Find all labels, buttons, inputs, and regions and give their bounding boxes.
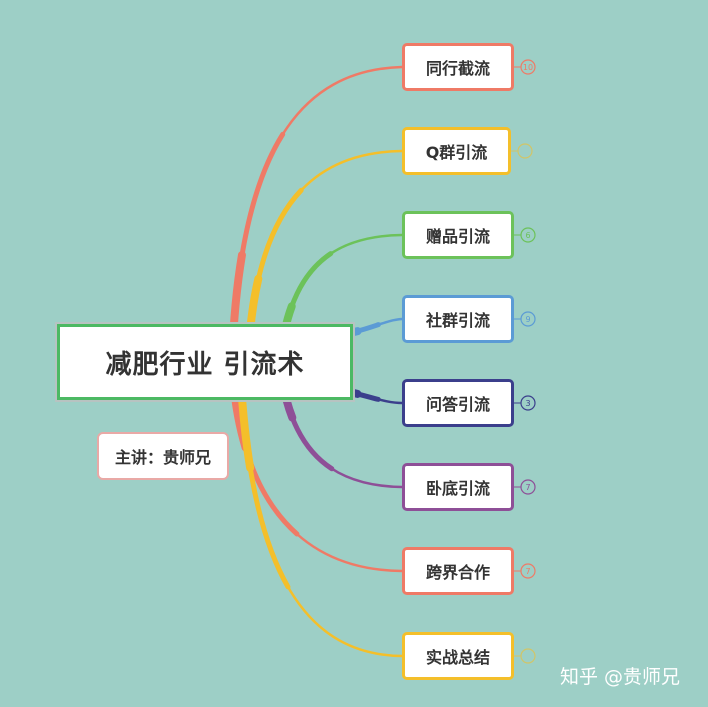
badge-count: 7 — [525, 567, 530, 576]
branch-connector-7 — [228, 361, 406, 575]
branch-curve-taper — [228, 63, 406, 364]
badge-circle — [520, 648, 536, 664]
badge-circle — [520, 227, 536, 243]
branch-node-label: 问答引流 — [425, 395, 490, 414]
badge-circle — [517, 143, 533, 159]
branch-connector-1 — [228, 63, 406, 364]
branch-node-label: 跨界合作 — [425, 563, 490, 582]
branch-node-8[interactable]: 实战总结 — [402, 632, 514, 680]
branch-curve-taper — [228, 361, 406, 575]
branch-node-label: Q群引流 — [425, 143, 488, 162]
branch-node-label: 实战总结 — [425, 648, 490, 667]
badge-circle — [520, 59, 536, 75]
presenter-note-node[interactable]: 主讲：贵师兄 — [97, 432, 229, 480]
branch-node-2[interactable]: Q群引流 — [402, 127, 511, 175]
branch-curve — [230, 65, 404, 362]
count-badge-3: 6 — [514, 227, 536, 243]
badge-count: 7 — [525, 483, 530, 492]
badge-circle — [520, 395, 536, 411]
watermark: 知乎 @贵师兄 — [560, 666, 681, 688]
count-badge-4: 9 — [514, 311, 536, 327]
badge-count: 6 — [525, 231, 530, 240]
branch-curve-taper — [236, 361, 406, 660]
central-topic-node[interactable]: 减肥行业 引流术 — [57, 324, 353, 400]
branch-curve-taper — [244, 147, 406, 364]
badge-count: 9 — [525, 315, 530, 324]
presenter-note-text: 主讲：贵师兄 — [114, 448, 211, 467]
branch-connector-8 — [236, 361, 406, 660]
count-badge-7: 7 — [514, 563, 536, 579]
branch-curve — [238, 363, 404, 658]
branch-node-5[interactable]: 问答引流 — [402, 379, 514, 427]
branch-node-3[interactable]: 赠品引流 — [402, 211, 514, 259]
badge-count: 10 — [523, 63, 533, 72]
branch-node-label: 社群引流 — [425, 311, 490, 330]
branch-node-label: 同行截流 — [425, 59, 490, 78]
count-badge-6: 7 — [514, 479, 536, 495]
branch-curve-taper — [229, 64, 405, 363]
count-badge-8 — [514, 648, 536, 664]
badge-circle — [520, 311, 536, 327]
branch-node-1[interactable]: 同行截流 — [402, 43, 514, 91]
branch-node-label: 卧底引流 — [425, 479, 490, 498]
branch-node-6[interactable]: 卧底引流 — [402, 463, 514, 511]
badge-count: 3 — [525, 399, 530, 408]
badge-circle — [520, 563, 536, 579]
branch-node-label: 赠品引流 — [425, 227, 490, 246]
badge-circle — [520, 479, 536, 495]
branch-connector-2 — [244, 147, 406, 364]
count-badge-5: 3 — [514, 395, 536, 411]
branch-node-4[interactable]: 社群引流 — [402, 295, 514, 343]
count-badge-1: 10 — [514, 59, 536, 75]
count-badge-2 — [511, 143, 533, 159]
central-topic-title: 减肥行业 引流术 — [105, 349, 305, 380]
branch-curve-taper — [237, 362, 405, 659]
branch-node-7[interactable]: 跨界合作 — [402, 547, 514, 595]
